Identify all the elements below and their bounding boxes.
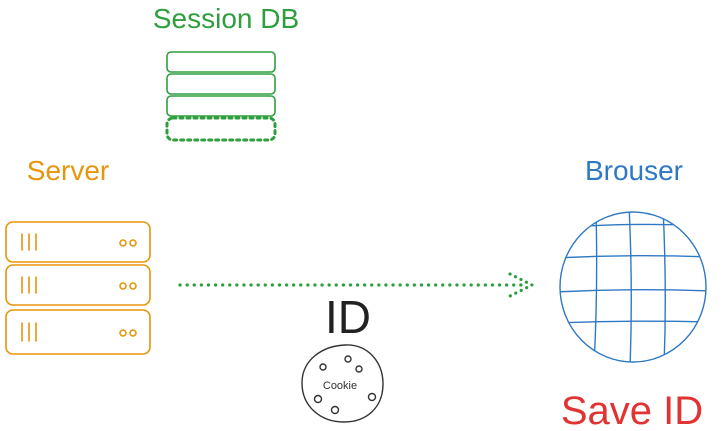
save-id-label: Save ID <box>561 389 703 431</box>
globe-icon <box>559 211 707 363</box>
id-label: ID <box>325 291 371 343</box>
server-label: Server <box>27 155 109 186</box>
database-icon <box>165 51 277 142</box>
session-db-label: Session DB <box>153 3 299 34</box>
cookie-label: Cookie <box>323 380 357 392</box>
server-rack-icon <box>5 221 151 355</box>
cookie-icon <box>301 344 384 423</box>
dotted-arrow-icon <box>178 272 536 298</box>
browser-label: Brouser <box>585 155 683 186</box>
